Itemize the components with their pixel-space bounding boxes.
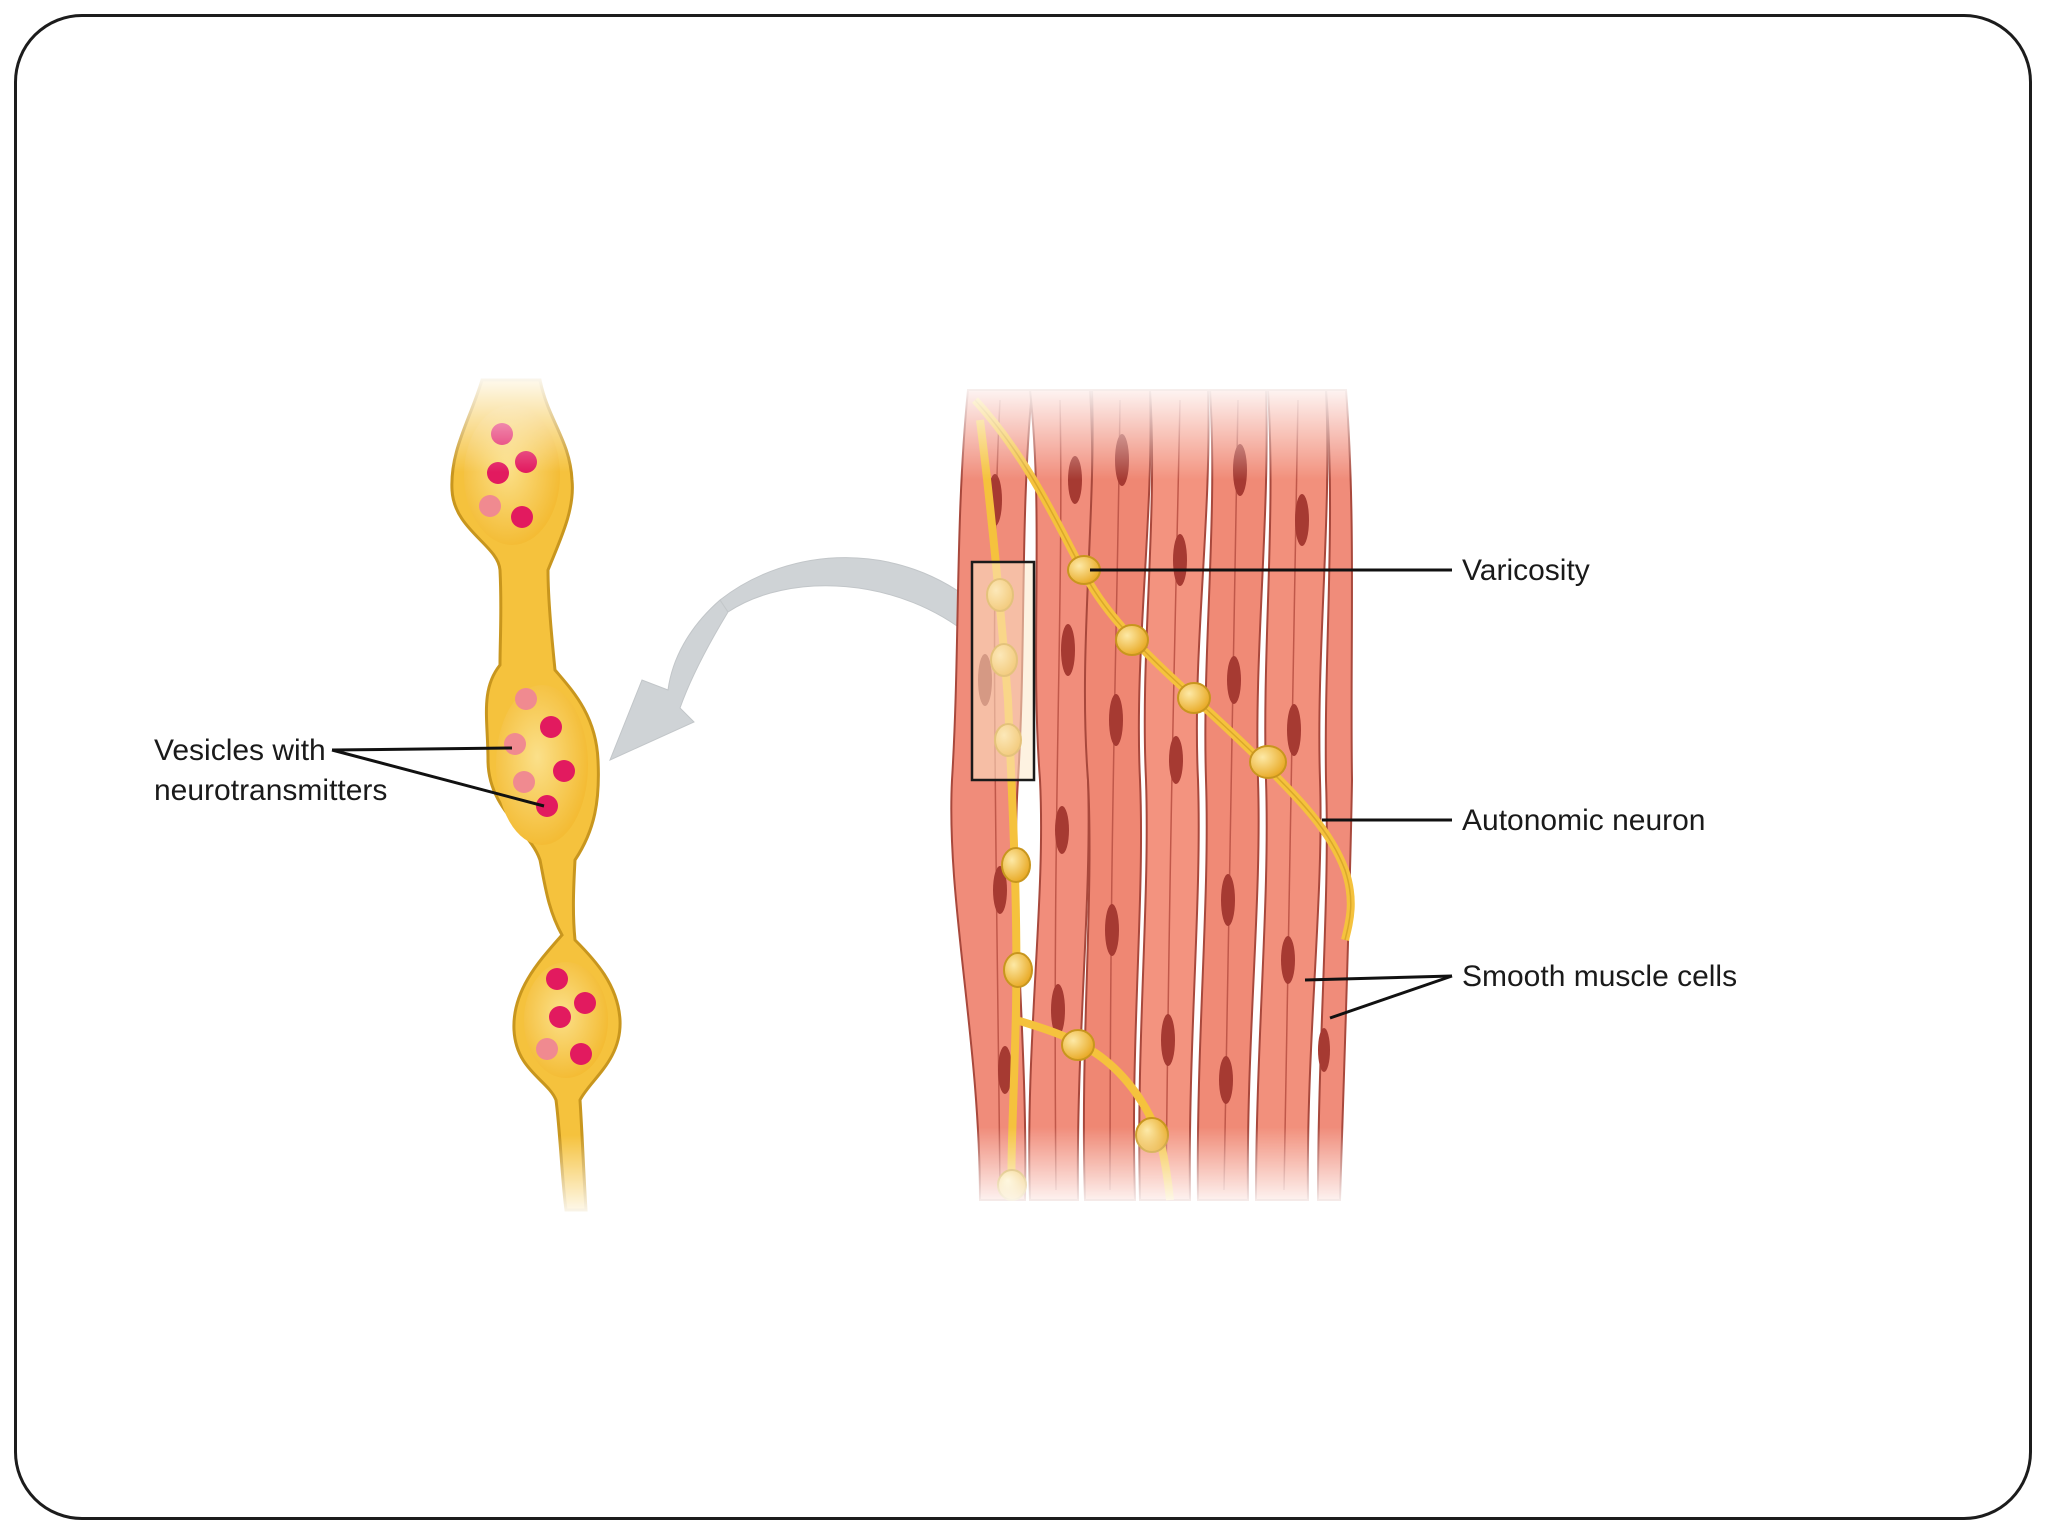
enlarged-axon: [430, 370, 650, 1220]
vesicles-label-line1: Vesicles with: [154, 734, 326, 767]
leader-line: [1329, 974, 1453, 1020]
muscle-fade: [940, 380, 1370, 1210]
vesicles-label-line2: neurotransmitters: [154, 774, 387, 807]
axon-fade: [430, 370, 650, 1220]
smooth-muscle-label: Smooth muscle cells: [1462, 960, 1737, 993]
autonomic-neuron-label: Autonomic neuron: [1462, 804, 1706, 837]
label-smooth-muscle: Smooth muscle cells: [1304, 960, 1737, 1020]
leader-line: [331, 748, 545, 808]
smooth-muscle-tissue: [940, 380, 1370, 1210]
label-vesicles: Vesicles with neurotransmitters: [154, 734, 545, 808]
label-varicosity: Varicosity: [1090, 554, 1590, 587]
leader-line: [331, 746, 513, 752]
varicosity-label: Varicosity: [1462, 554, 1590, 587]
curved-arrow-icon: [609, 557, 979, 761]
leader-line: [1304, 974, 1453, 982]
label-autonomic-neuron: Autonomic neuron: [1322, 804, 1706, 837]
